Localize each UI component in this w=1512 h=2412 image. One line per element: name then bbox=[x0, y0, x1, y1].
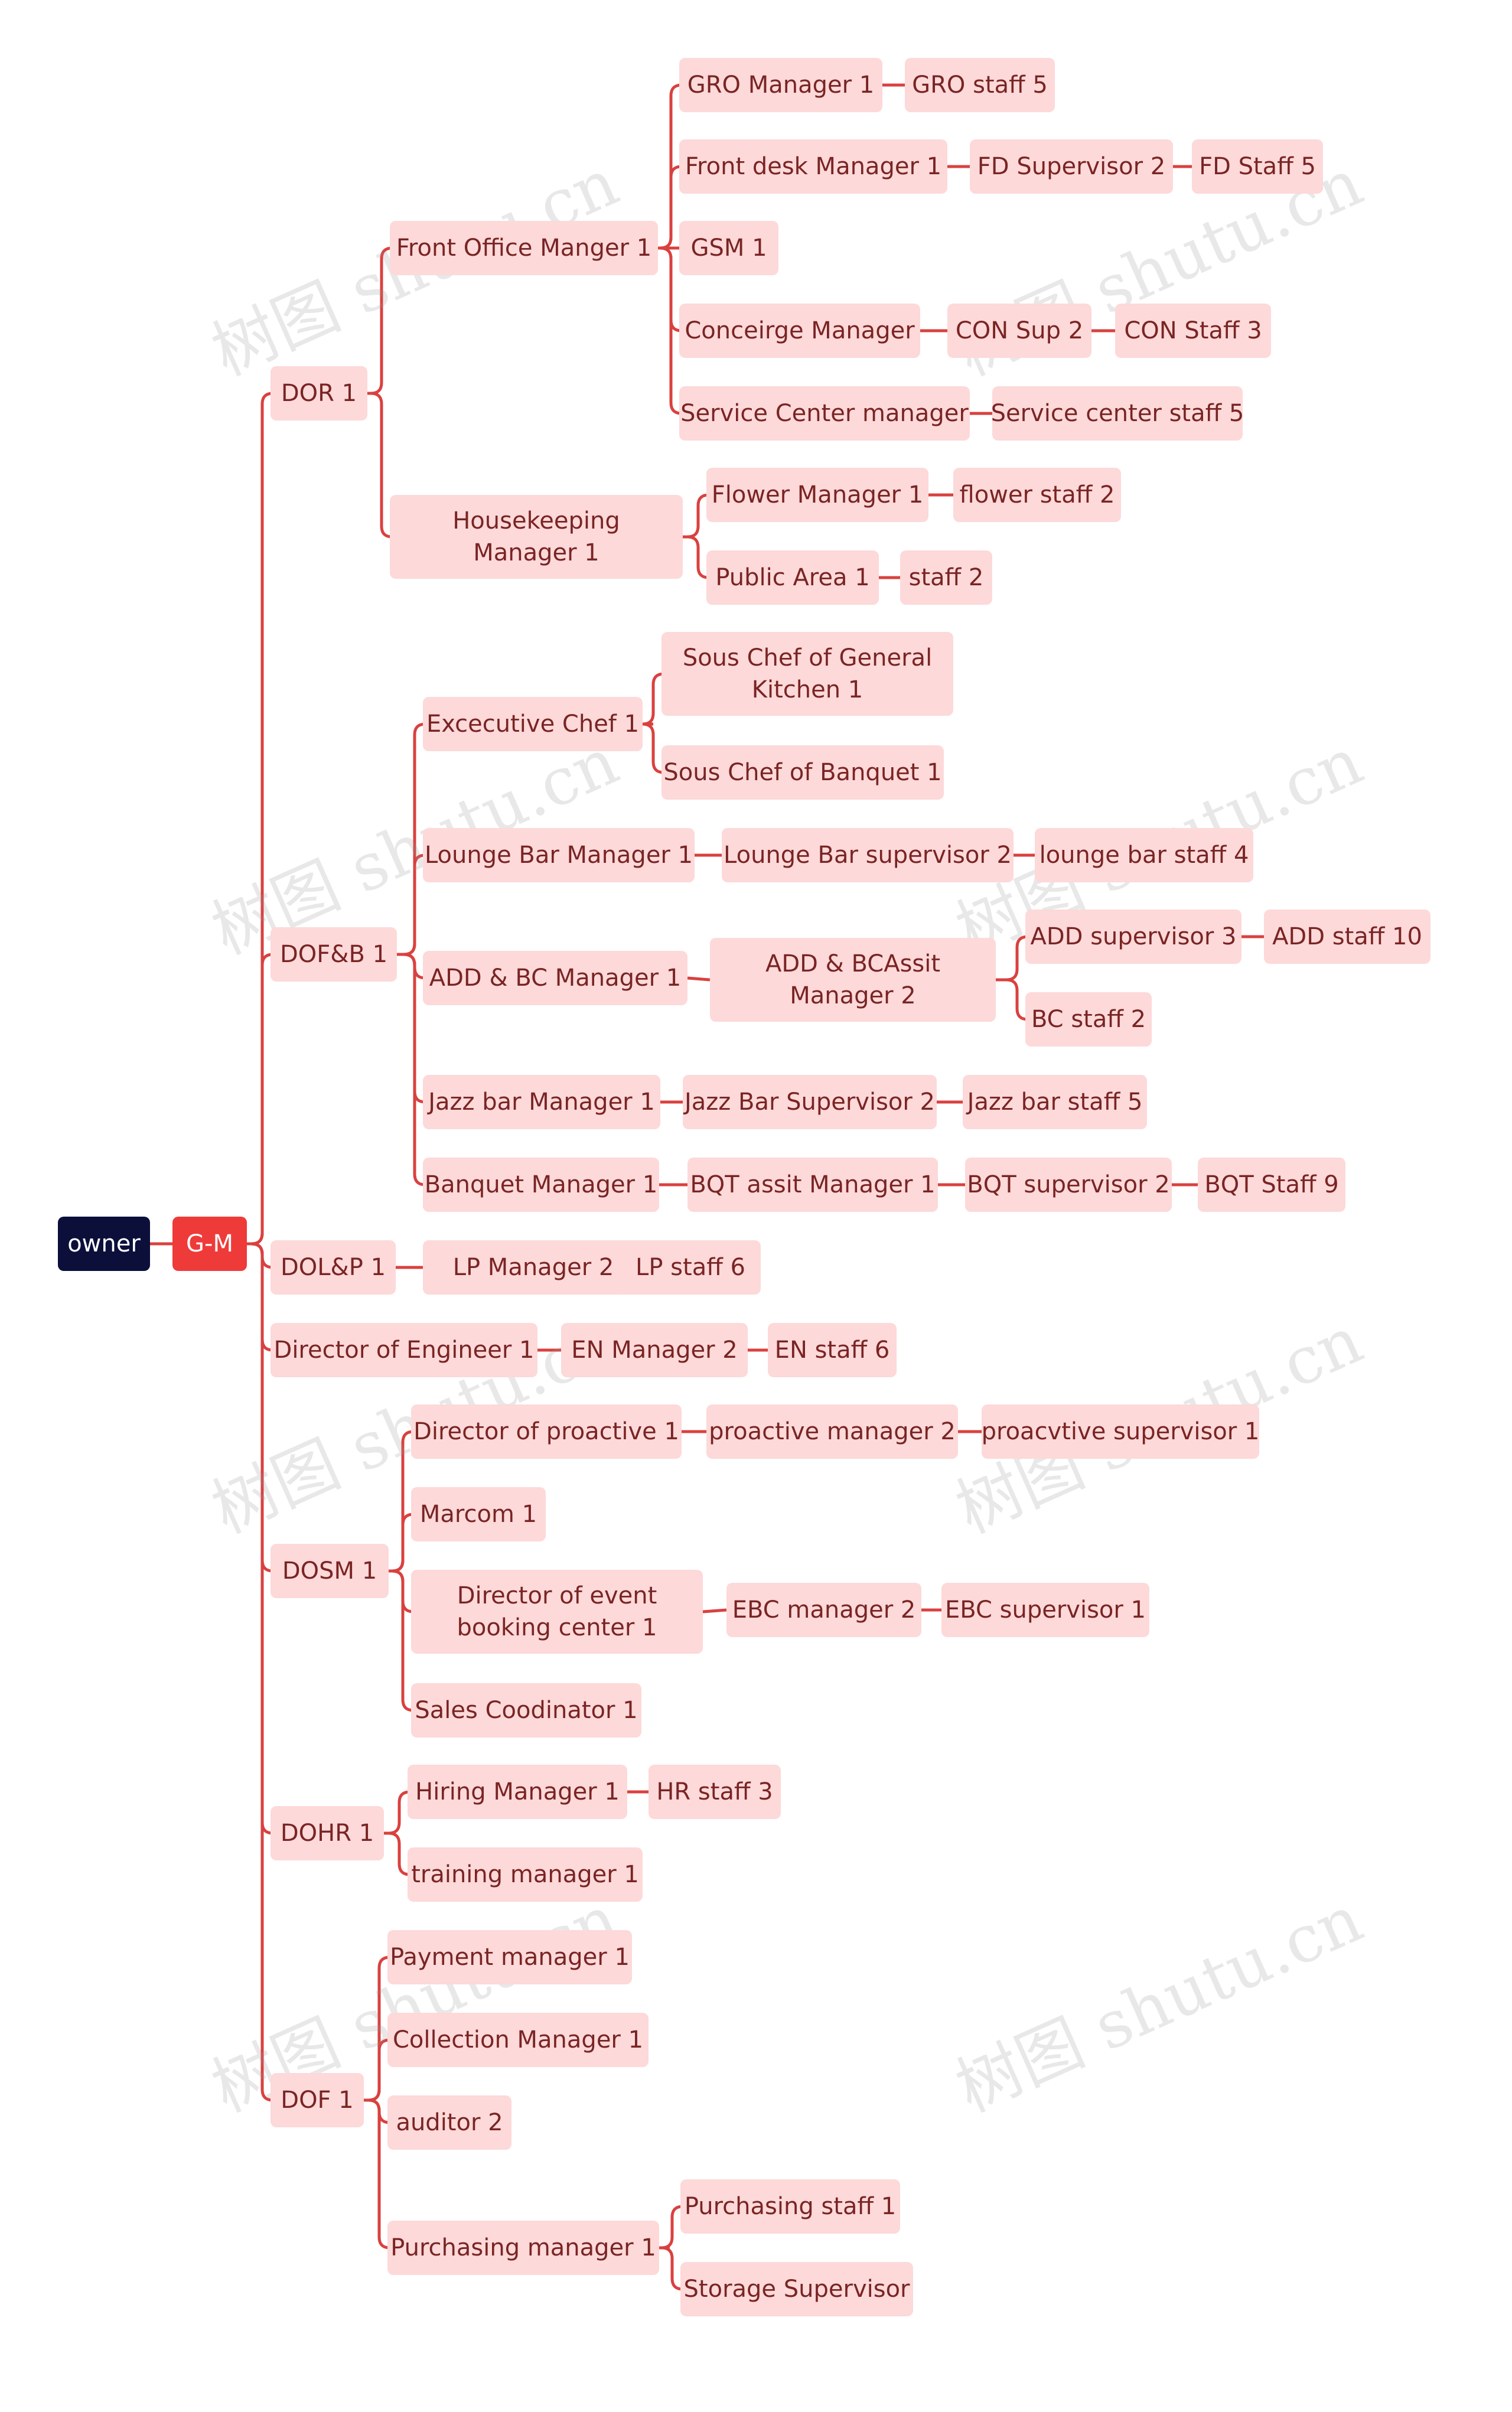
node-storage-sup[interactable]: Storage Supervisor bbox=[680, 2262, 913, 2316]
node-dof[interactable]: DOF 1 bbox=[271, 2073, 364, 2127]
connector-dof-purchasing-mgr bbox=[364, 2098, 390, 2250]
connector-gm-dosm bbox=[247, 1242, 273, 1573]
connector-gm-dof bbox=[247, 1242, 273, 2102]
node-add-staff[interactable]: ADD staff 10 bbox=[1264, 910, 1430, 964]
connector-dosm-dir-proactive bbox=[389, 1430, 414, 1573]
node-sous-gk[interactable]: Sous Chef of General Kitchen 1 bbox=[662, 632, 953, 716]
node-payment-mgr[interactable]: Payment manager 1 bbox=[387, 1930, 632, 1984]
node-pa-staff[interactable]: staff 2 bbox=[900, 550, 992, 605]
node-dir-ebc[interactable]: Director of event booking center 1 bbox=[411, 1570, 703, 1654]
node-lp-staff[interactable]: LP staff 6 bbox=[620, 1240, 761, 1295]
node-bqt-asst[interactable]: BQT assit Manager 1 bbox=[687, 1158, 938, 1212]
connector-gm-dofb bbox=[247, 953, 273, 1246]
node-auditor[interactable]: auditor 2 bbox=[387, 2095, 511, 2150]
connector-gm-dor bbox=[247, 392, 273, 1246]
node-collection-mgr[interactable]: Collection Manager 1 bbox=[387, 2013, 649, 2067]
connector-dofb-exec-chef bbox=[397, 722, 426, 956]
node-bqt-staff[interactable]: BQT Staff 9 bbox=[1198, 1158, 1345, 1212]
connector-hk-mgr-public-area bbox=[683, 535, 709, 579]
connector-purchasing-mgr-purchasing-staff bbox=[659, 2205, 683, 2250]
node-exec-chef[interactable]: Excecutive Chef 1 bbox=[423, 697, 643, 751]
node-dor[interactable]: DOR 1 bbox=[271, 366, 367, 421]
node-lp-mgr[interactable]: LP Manager 2 bbox=[423, 1240, 644, 1295]
node-bqt-sup[interactable]: BQT supervisor 2 bbox=[965, 1158, 1172, 1212]
connector-dir-ebc-ebc-mgr bbox=[702, 1608, 727, 1614]
node-fom[interactable]: Front Office Manger 1 bbox=[390, 221, 658, 275]
connector-dofb-lb-mgr bbox=[397, 853, 426, 956]
node-gro-staff[interactable]: GRO staff 5 bbox=[905, 58, 1055, 112]
connector-exec-chef-sous-gk bbox=[642, 672, 664, 726]
connector-dof-payment-mgr bbox=[364, 1955, 390, 2102]
node-purchasing-mgr[interactable]: Purchasing manager 1 bbox=[387, 2221, 659, 2275]
node-jazz-staff[interactable]: Jazz bar staff 5 bbox=[963, 1075, 1147, 1129]
node-en-mgr[interactable]: EN Manager 2 bbox=[561, 1323, 748, 1377]
node-en-staff[interactable]: EN staff 6 bbox=[768, 1323, 897, 1377]
node-bqt-mgr[interactable]: Banquet Manager 1 bbox=[423, 1158, 659, 1212]
connector-dor-hk-mgr bbox=[367, 392, 393, 539]
node-fd-staff[interactable]: FD Staff 5 bbox=[1192, 139, 1323, 194]
connector-addbc-mgr-addbc-asst bbox=[687, 976, 711, 982]
node-training-mgr[interactable]: training manager 1 bbox=[408, 1847, 643, 1902]
node-hr-staff[interactable]: HR staff 3 bbox=[649, 1765, 781, 1819]
node-addbc-mgr[interactable]: ADD & BC Manager 1 bbox=[423, 951, 687, 1005]
node-sc-mgr[interactable]: Service Center manager bbox=[679, 386, 970, 441]
node-doe[interactable]: Director of Engineer 1 bbox=[271, 1323, 537, 1377]
connector-gm-doe bbox=[247, 1242, 273, 1352]
node-addbc-asst[interactable]: ADD & BCAssit Manager 2 bbox=[710, 938, 996, 1022]
connector-fom-sc-mgr bbox=[658, 246, 682, 415]
connector-dohr-hiring-mgr bbox=[384, 1790, 410, 1835]
node-ebc-sup[interactable]: EBC supervisor 1 bbox=[941, 1583, 1149, 1637]
node-jazz-mgr[interactable]: Jazz bar Manager 1 bbox=[423, 1075, 660, 1129]
connector-dor-fom bbox=[367, 246, 393, 395]
node-pro-sup[interactable]: proacvtive supervisor 1 bbox=[982, 1404, 1259, 1459]
node-dohr[interactable]: DOHR 1 bbox=[271, 1806, 384, 1860]
node-con-sup[interactable]: CON Sup 2 bbox=[947, 304, 1091, 358]
connector-addbc-asst-add-sup bbox=[996, 935, 1028, 982]
node-fd-mgr[interactable]: Front desk Manager 1 bbox=[679, 139, 947, 194]
node-con-staff[interactable]: CON Staff 3 bbox=[1115, 304, 1271, 358]
node-dolp[interactable]: DOL&P 1 bbox=[271, 1240, 396, 1295]
node-public-area[interactable]: Public Area 1 bbox=[706, 550, 879, 605]
node-bc-staff[interactable]: BC staff 2 bbox=[1025, 992, 1152, 1047]
node-gro-mgr[interactable]: GRO Manager 1 bbox=[679, 58, 882, 112]
node-lb-staff[interactable]: lounge bar staff 4 bbox=[1035, 828, 1253, 882]
node-dofb[interactable]: DOF&B 1 bbox=[271, 927, 397, 982]
node-sous-bq[interactable]: Sous Chef of Banquet 1 bbox=[662, 745, 944, 800]
node-gm[interactable]: G-M bbox=[172, 1217, 247, 1271]
node-flower-mgr[interactable]: Flower Manager 1 bbox=[706, 468, 928, 522]
node-owner[interactable]: owner bbox=[58, 1217, 150, 1271]
node-sc-staff[interactable]: Service center staff 5 bbox=[991, 386, 1244, 441]
connector-dofb-bqt-mgr bbox=[397, 953, 426, 1187]
node-sales-coord[interactable]: Sales Coodinator 1 bbox=[411, 1683, 641, 1738]
node-lb-mgr[interactable]: Lounge Bar Manager 1 bbox=[423, 828, 695, 882]
node-fd-sup[interactable]: FD Supervisor 2 bbox=[970, 139, 1173, 194]
node-lb-sup[interactable]: Lounge Bar supervisor 2 bbox=[722, 828, 1014, 882]
node-purchasing-staff[interactable]: Purchasing staff 1 bbox=[680, 2179, 900, 2234]
connector-dosm-marcom bbox=[389, 1513, 414, 1573]
node-con-mgr[interactable]: Conceirge Manager bbox=[679, 304, 920, 358]
node-dosm[interactable]: DOSM 1 bbox=[271, 1544, 389, 1598]
connector-addbc-asst-bc-staff bbox=[996, 978, 1028, 1021]
connector-gm-dohr bbox=[247, 1242, 273, 1835]
node-flower-staff[interactable]: flower staff 2 bbox=[953, 468, 1121, 522]
connector-hk-mgr-flower-mgr bbox=[683, 493, 709, 539]
connector-dosm-sales-coord bbox=[389, 1569, 414, 1712]
connector-dohr-training-mgr bbox=[384, 1831, 410, 1876]
node-ebc-mgr[interactable]: EBC manager 2 bbox=[726, 1583, 921, 1637]
node-gsm[interactable]: GSM 1 bbox=[679, 221, 778, 275]
node-hk-mgr[interactable]: Housekeeping Manager 1 bbox=[390, 495, 683, 579]
node-pro-mgr[interactable]: proactive manager 2 bbox=[706, 1404, 958, 1459]
node-hiring-mgr[interactable]: Hiring Manager 1 bbox=[408, 1765, 627, 1819]
node-add-sup[interactable]: ADD supervisor 3 bbox=[1025, 910, 1241, 964]
connector-fom-fd-mgr bbox=[658, 165, 682, 250]
node-jazz-sup[interactable]: Jazz Bar Supervisor 2 bbox=[683, 1075, 937, 1129]
connector-exec-chef-sous-bq bbox=[642, 722, 664, 774]
connector-dof-collection-mgr bbox=[364, 2038, 390, 2102]
node-dir-proactive[interactable]: Director of proactive 1 bbox=[411, 1404, 682, 1459]
node-marcom[interactable]: Marcom 1 bbox=[411, 1487, 546, 1541]
connector-purchasing-mgr-storage-sup bbox=[659, 2246, 683, 2291]
